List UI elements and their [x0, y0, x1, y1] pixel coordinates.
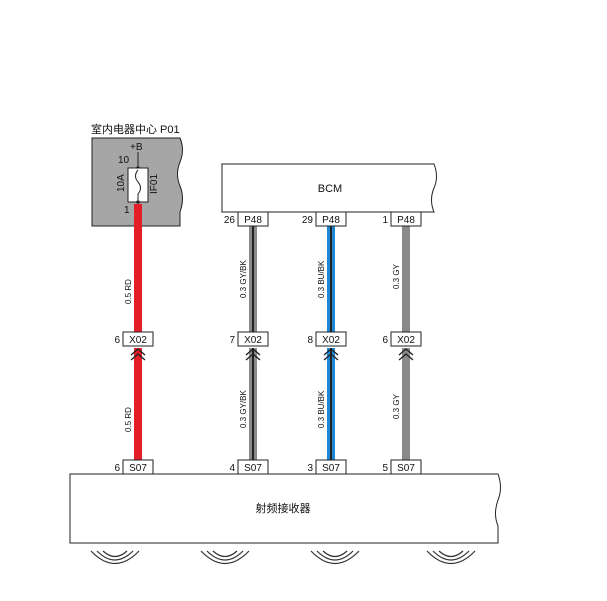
- wire-stripe-lower: [330, 348, 332, 461]
- fuse-rating: 10A: [116, 174, 127, 192]
- connector-box: [390, 459, 422, 475]
- receiver-label: 射频接收器: [256, 501, 311, 515]
- wire-spec-lower: 0.3 GY: [392, 393, 401, 419]
- wire-segment-upper: [134, 204, 142, 332]
- chevron-up-icon: [323, 348, 339, 361]
- fuse-pin-out: 1: [124, 205, 130, 216]
- connector-box: [237, 211, 269, 227]
- wire-spec-upper: 0.3 GY/BK: [239, 260, 248, 298]
- inline-connector-2: 7 X02: [229, 331, 269, 361]
- receiver-connector-6: 6 S07: [114, 459, 154, 475]
- connector-pin: 29: [302, 215, 314, 226]
- wire-spec-lower: 0.5 RD: [124, 407, 133, 432]
- fuse-element: [135, 169, 141, 200]
- connector-box: [315, 211, 347, 227]
- bcm-connector-26: 26 P48: [224, 211, 269, 227]
- receiver-box: [69, 473, 501, 544]
- wire-segment-lower: [402, 348, 410, 461]
- connector-id: P48: [322, 215, 340, 226]
- connector-pin: 4: [229, 463, 235, 474]
- connector-pin: 6: [114, 335, 120, 346]
- connector-id: S07: [129, 463, 147, 474]
- bcm-connector-29: 29 P48: [302, 211, 347, 227]
- connector-id: P48: [397, 215, 415, 226]
- connector-box: [237, 459, 269, 475]
- wire-spec-lower: 0.3 BU/BK: [317, 390, 326, 428]
- inline-connector-4: 6 X02: [382, 331, 422, 361]
- connector-pin: 3: [307, 463, 313, 474]
- wire-red: 0.5 RD 0.5 RD: [124, 204, 142, 461]
- bcm-box: [221, 163, 437, 213]
- connector-id: X02: [322, 335, 340, 346]
- radio-wave-icon: [90, 550, 140, 565]
- connector-box: [237, 331, 269, 347]
- connector-box: [122, 331, 154, 347]
- radio-wave-icon: [426, 550, 476, 565]
- wire-gy-bk: 0.3 GY/BK 0.3 GY/BK: [239, 226, 257, 461]
- connector-box: [315, 331, 347, 347]
- inline-connector-3: 8 X02: [307, 331, 347, 361]
- connector-pin: 5: [382, 463, 388, 474]
- connector-pin: 6: [114, 463, 120, 474]
- connector-id: S07: [322, 463, 340, 474]
- fuse-pin-in: 10: [118, 155, 130, 166]
- connector-pin: 26: [224, 215, 236, 226]
- fuse-node-bottom: [136, 200, 140, 204]
- connector-id: X02: [397, 335, 415, 346]
- receiver-connector-5: 5 S07: [382, 459, 422, 475]
- wire-stripe-upper: [252, 226, 254, 332]
- supply-label: +B: [130, 142, 143, 153]
- fuse-box-title: 室内电器中心 P01: [91, 122, 180, 136]
- bcm-label: BCM: [318, 183, 342, 195]
- chevron-up-icon: [130, 348, 146, 361]
- fuse-id: IF01: [149, 174, 160, 194]
- connector-box: [315, 459, 347, 475]
- connector-box: [390, 331, 422, 347]
- chevron-up-icon: [245, 348, 261, 361]
- wire-spec-upper: 0.3 GY: [392, 263, 401, 289]
- connector-id: S07: [397, 463, 415, 474]
- inline-connector-1: 6 X02: [114, 331, 154, 361]
- wire-spec-lower: 0.3 GY/BK: [239, 390, 248, 428]
- wire-gy: 0.3 GY 0.3 GY: [392, 226, 410, 461]
- connector-id: S07: [244, 463, 262, 474]
- receiver-connector-4: 4 S07: [229, 459, 269, 475]
- wire-stripe-lower: [252, 348, 254, 461]
- receiver-connector-3: 3 S07: [307, 459, 347, 475]
- wire-bu-bk: 0.3 BU/BK 0.3 BU/BK: [317, 226, 335, 461]
- chevron-up-icon: [398, 348, 414, 361]
- connector-pin: 8: [307, 335, 313, 346]
- wire-segment-upper: [402, 226, 410, 332]
- connector-pin: 6: [382, 335, 388, 346]
- connector-box: [122, 459, 154, 475]
- wire-spec-upper: 0.3 BU/BK: [317, 260, 326, 298]
- connector-pin: 7: [229, 335, 235, 346]
- wire-segment-lower: [134, 348, 142, 461]
- connector-id: X02: [244, 335, 262, 346]
- connector-id: P48: [244, 215, 262, 226]
- wire-stripe-upper: [330, 226, 332, 332]
- connector-box: [390, 211, 422, 227]
- connector-pin: 1: [382, 215, 388, 226]
- connector-id: X02: [129, 335, 147, 346]
- bcm-connector-1: 1 P48: [382, 211, 422, 227]
- wire-spec-upper: 0.5 RD: [124, 279, 133, 304]
- radio-wave-icon: [310, 550, 360, 565]
- radio-wave-icon: [200, 550, 250, 565]
